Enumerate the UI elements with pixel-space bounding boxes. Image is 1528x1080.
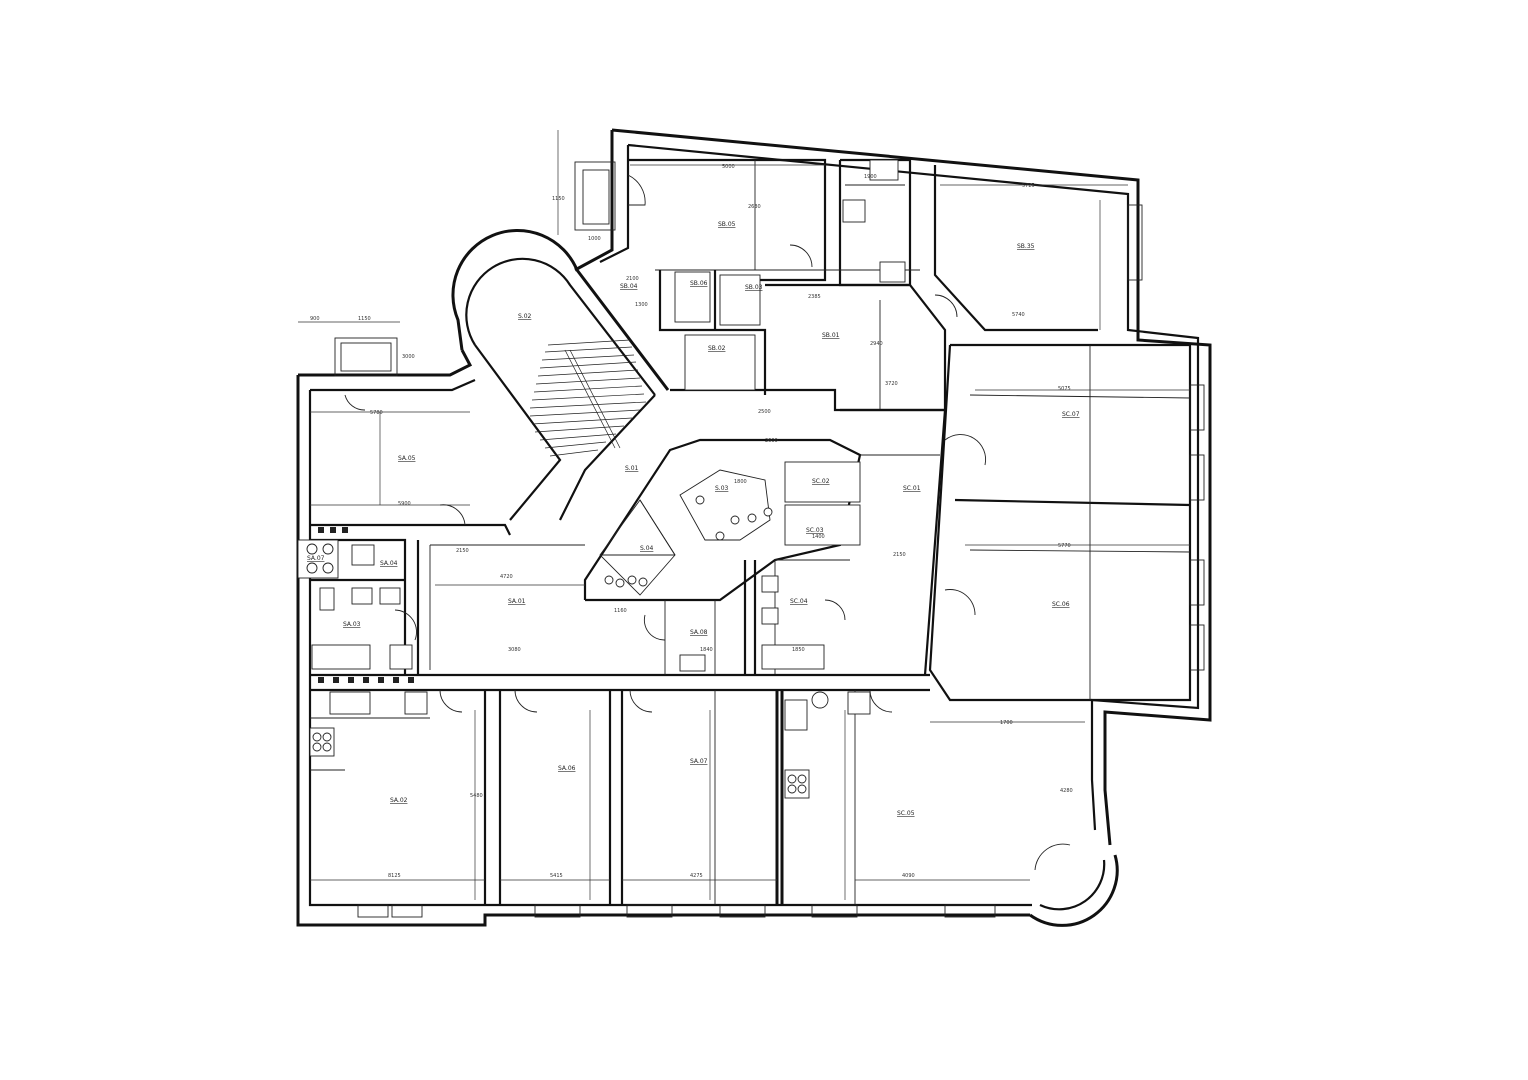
outer-walls (296, 128, 1212, 927)
wall-markers (318, 527, 414, 683)
room-label: S.03 (715, 485, 729, 492)
stacked-fixtures (604, 495, 773, 588)
right-rooms (928, 204, 1205, 702)
dimension-label: 2630 (748, 204, 761, 210)
dimension-label: 1900 (864, 174, 877, 180)
dimension-label: 5480 (470, 793, 483, 799)
balconies (334, 161, 616, 377)
room-label: SC.06 (1052, 601, 1070, 608)
dimension-label: 3720 (885, 381, 898, 387)
door-swings (344, 174, 1071, 871)
dimension-label: 4280 (1060, 788, 1073, 794)
room-label: SA.03 (343, 621, 361, 628)
dimension-label: 5740 (1012, 312, 1025, 318)
dimension-label: 5075 (1058, 386, 1071, 392)
room-label: SB.05 (718, 221, 736, 228)
room-label: SA.08 (690, 629, 708, 636)
room-label: S.04 (640, 545, 654, 552)
dimension-label: 5000 (722, 164, 735, 170)
dimension-label: 1700 (1000, 720, 1013, 726)
dimension-lines (298, 130, 1190, 900)
dimension-label: 2500 (758, 409, 771, 415)
dimension-label: 1400 (812, 534, 825, 540)
dimension-label: 1000 (588, 236, 601, 242)
window-sills (357, 904, 996, 918)
dimension-label: 1160 (614, 608, 627, 614)
room-label: SB.35 (1017, 243, 1035, 250)
upper-rooms (628, 158, 1098, 412)
dimension-label: 2150 (456, 548, 469, 554)
room-label: SA.04 (380, 560, 398, 567)
dimension-label: 5415 (550, 873, 563, 879)
room-label: SA.02 (390, 797, 408, 804)
central-core (583, 438, 862, 602)
room-label: SB.04 (620, 283, 638, 290)
dimension-label: 3000 (402, 354, 415, 360)
middle-right-rooms (743, 408, 947, 676)
dimension-label: 2100 (626, 276, 639, 282)
room-label: SB.01 (822, 332, 840, 339)
bottom-rooms (309, 690, 996, 918)
dimension-label: 4090 (902, 873, 915, 879)
dimension-label: 900 (310, 316, 320, 322)
room-label: SC.07 (1062, 411, 1080, 418)
room-label: SB.02 (708, 345, 726, 352)
dimension-label: 1850 (792, 647, 805, 653)
left-rooms (297, 523, 930, 692)
room-label: SA.07 (690, 758, 708, 765)
dimension-label: 2385 (808, 294, 821, 300)
room-label: SA.07 (307, 555, 325, 562)
room-label: SC.05 (897, 810, 915, 817)
dimension-label: 2600 (765, 438, 778, 444)
dimension-label: 5780 (370, 410, 383, 416)
dimension-label: 8125 (388, 873, 401, 879)
stair-core (451, 229, 670, 521)
dimension-label: 1800 (734, 479, 747, 485)
room-label: SB.06 (690, 280, 708, 287)
room-label: SC.03 (806, 527, 824, 534)
room-label: SA.06 (558, 765, 576, 772)
room-label: S.02 (518, 313, 532, 320)
dimension-label: 4720 (500, 574, 513, 580)
room-label: SB.03 (745, 284, 763, 291)
room-label: SC.02 (812, 478, 830, 485)
room-label: SC.01 (903, 485, 921, 492)
dimension-label: 1300 (635, 302, 648, 308)
dimension-label: 5770 (1058, 543, 1071, 549)
room-label: SA.05 (398, 455, 416, 462)
room-label: S.01 (625, 465, 639, 472)
dimension-label: 3080 (508, 647, 521, 653)
dimension-label: 5725 (1022, 183, 1035, 189)
dimension-labels: 5000 2630 1900 1150 900 3000 2150 5480 5… (310, 164, 1073, 879)
dimension-label: 2150 (893, 552, 906, 558)
dimension-label: 2940 (870, 341, 883, 347)
room-labels: SB.05 SB.06 SB.03 SB.04 SB.02 SB.01 SB.3… (307, 221, 1080, 817)
room-label: SA.01 (508, 598, 526, 605)
dimension-label: 5900 (398, 501, 411, 507)
dimension-label: 1150 (358, 316, 371, 322)
dimension-label: 4275 (690, 873, 703, 879)
dimension-label: 1840 (700, 647, 713, 653)
dimension-label: 1150 (552, 196, 565, 202)
room-label: SC.04 (790, 598, 808, 605)
